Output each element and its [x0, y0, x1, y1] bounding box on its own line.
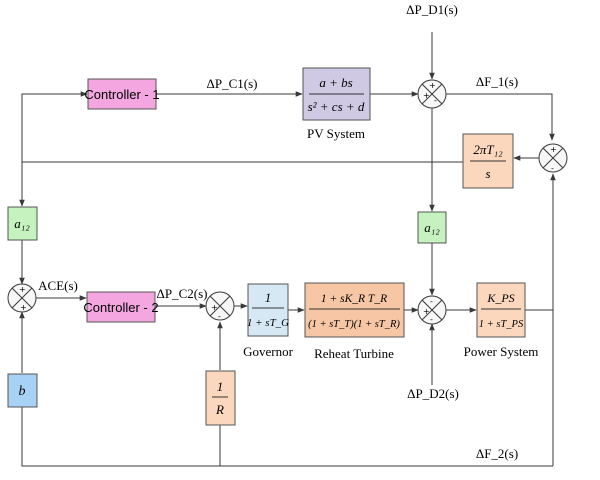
turbine-numerator: 1 + sK_R T_R [321, 293, 387, 305]
tie-line-gain-block: 2πT₁₂ s [462, 133, 514, 189]
svg-text:+: + [211, 303, 218, 312]
svg-text:-: - [430, 297, 433, 306]
svg-text:+: + [19, 285, 26, 294]
svg-text:+: + [423, 307, 430, 316]
droop-numerator: 1 [217, 379, 224, 394]
summing-junction-sum3: + - [205, 291, 235, 321]
power-system-denominator: 1 + sT_PS [479, 319, 524, 330]
signal-dPC1: ΔP_C1(s) [207, 76, 258, 91]
power-system-caption: Power System [464, 344, 539, 359]
droop-block: 1 R [205, 370, 236, 426]
pv-caption: PV System [307, 126, 365, 141]
svg-text:-: - [430, 315, 433, 324]
b-label: b [19, 384, 26, 399]
svg-text:-: - [551, 164, 554, 173]
governor-caption: Governor [243, 344, 293, 359]
svg-text:+: + [20, 303, 27, 312]
a12-right-label: a₁₂ [424, 220, 440, 235]
svg-text:+: + [423, 91, 430, 100]
tie-gain-numerator: 2πT₁₂ [473, 142, 503, 157]
turbine-caption: Reheat Turbine [314, 346, 394, 361]
droop-denominator: R [215, 402, 224, 417]
controller-2-label: Controller - 2 [83, 300, 158, 315]
svg-text:+: + [550, 145, 557, 154]
controller-1-label: Controller - 1 [84, 87, 159, 102]
reheat-turbine-block: 1 + sK_R T_R (1 + sT_T)(1 + sT_R) Reheat… [304, 282, 405, 361]
svg-text:+: + [429, 81, 436, 90]
bias-b-block: b [7, 373, 38, 408]
pv-denominator: s² + cs + d [308, 99, 365, 114]
signal-dPD2: ΔP_D2(s) [407, 386, 459, 401]
controller-1-block: Controller - 1 [84, 78, 160, 110]
signal-dPC2: ΔP_C2(s) [157, 286, 208, 301]
power-system-block: K_PS 1 + sT_PS Power System [464, 282, 539, 359]
governor-block: 1 1 + sT_G Governor [243, 283, 294, 359]
governor-denominator: 1 + sT_G [247, 317, 289, 329]
controller-2-box [86, 291, 156, 323]
pv-system-block: a + bs s² + cs + d PV System [302, 67, 371, 141]
summing-junction-sum1: + + - [417, 79, 447, 109]
power-system-numerator: K_PS [486, 291, 514, 305]
summing-junction-tie: + - [538, 143, 568, 173]
a12-left-block: a₁₂ [7, 206, 38, 241]
tie-gain-denominator: s [485, 166, 490, 181]
controller-2-block: Controller - 2 [83, 291, 159, 323]
a12-right-block: a₁₂ [417, 211, 447, 244]
pv-numerator: a + bs [319, 75, 352, 90]
signal-dF2: ΔF_2(s) [476, 446, 518, 461]
turbine-denominator: (1 + sT_T)(1 + sT_R) [308, 319, 400, 330]
signal-dF1: ΔF_1(s) [476, 74, 518, 89]
summing-junction-sum4: - + - [417, 295, 447, 325]
svg-text:-: - [218, 312, 221, 321]
connection-lines [19, 32, 556, 467]
svg-text:-: - [434, 96, 437, 105]
signal-dPD1: ΔP_D1(s) [406, 2, 458, 17]
summing-junction-ace: + + [7, 283, 37, 313]
signal-ace: ACE(s) [38, 278, 78, 293]
governor-numerator: 1 [265, 290, 272, 305]
controller-1-box [87, 78, 157, 110]
a12-left-label: a₁₂ [14, 216, 30, 231]
